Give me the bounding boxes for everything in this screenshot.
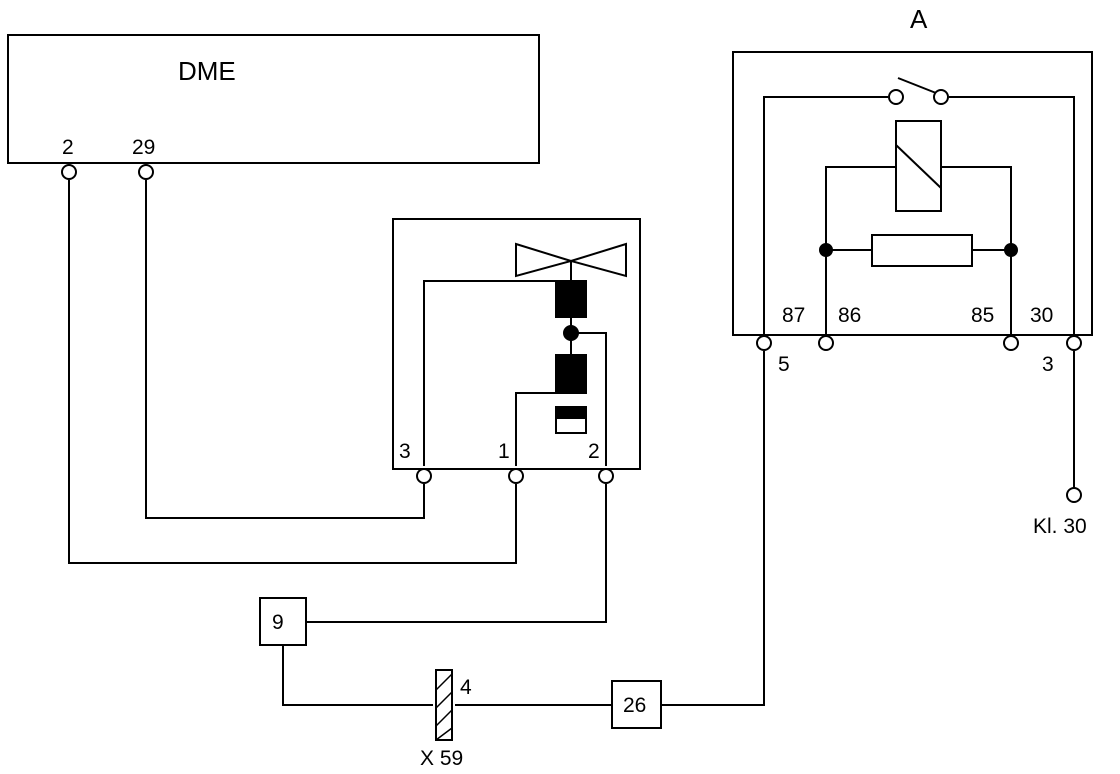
wire-box9-to-connector bbox=[282, 645, 433, 706]
valve-solenoid-lower bbox=[555, 354, 587, 394]
valve-terminal-2 bbox=[598, 468, 614, 484]
component-9-label: 9 bbox=[272, 611, 284, 634]
relay-title: A bbox=[910, 4, 928, 34]
relay-pin-30-label: 30 bbox=[1030, 304, 1053, 327]
dme-terminal-29 bbox=[138, 164, 154, 180]
dme-title: DME bbox=[178, 56, 236, 86]
wire-box26-to-relay5 bbox=[661, 351, 765, 706]
valve-sensor-fill bbox=[556, 407, 586, 419]
relay-contact-left bbox=[888, 89, 904, 105]
connector-hatch-4 bbox=[435, 727, 453, 741]
valve-terminal-3 bbox=[416, 468, 432, 484]
relay-switch-blade bbox=[897, 77, 937, 94]
valve-solenoid-upper bbox=[555, 280, 587, 318]
relay-junction-left bbox=[819, 243, 833, 257]
relay-pin-85-label: 85 bbox=[971, 304, 994, 327]
connector-name-label: X 59 bbox=[420, 747, 463, 770]
wire-dme29-to-valve3 bbox=[145, 180, 425, 519]
component-26-label: 26 bbox=[623, 694, 646, 717]
connector-hatch-3 bbox=[435, 709, 453, 727]
valve-terminal-1 bbox=[508, 468, 524, 484]
valve-flap-right bbox=[567, 242, 627, 278]
relay-pin-86-label: 86 bbox=[838, 304, 861, 327]
relay-terminal-86 bbox=[818, 335, 834, 351]
wire-valve2-to-box9 bbox=[306, 484, 607, 623]
relay-coil-diagonal bbox=[895, 144, 942, 189]
relay-terminal-3-label: 3 bbox=[1042, 353, 1054, 376]
relay-terminal-87 bbox=[756, 335, 772, 351]
connector-hatch-2 bbox=[435, 691, 453, 709]
relay-wire-85 bbox=[941, 166, 1012, 335]
valve-wire-3 bbox=[423, 280, 556, 466]
supply-terminal bbox=[1066, 487, 1082, 503]
relay-wire-30 bbox=[949, 96, 1075, 335]
wire-dme2-to-valve1 bbox=[68, 180, 517, 564]
relay-contact-right bbox=[933, 89, 949, 105]
valve-wire-2 bbox=[578, 332, 607, 466]
valve-pin-2-label: 2 bbox=[588, 440, 600, 463]
valve-junction-dot bbox=[563, 325, 579, 341]
component-box-9 bbox=[259, 597, 307, 646]
relay-terminal-30 bbox=[1066, 335, 1082, 351]
valve-pin-1-label: 1 bbox=[498, 440, 510, 463]
supply-label: Kl. 30 bbox=[1033, 515, 1087, 538]
valve-wire-1 bbox=[515, 392, 556, 466]
connector-hatch-1 bbox=[435, 673, 453, 691]
relay-junction-right bbox=[1004, 243, 1018, 257]
relay-pin-87-label: 87 bbox=[782, 304, 805, 327]
relay-wire-87 bbox=[763, 96, 888, 335]
connector-pin-label: 4 bbox=[460, 676, 472, 699]
valve-pin-3-label: 3 bbox=[399, 440, 411, 463]
dme-pin-2-label: 2 bbox=[62, 136, 74, 159]
relay-wire-86 bbox=[825, 166, 896, 335]
relay-terminal-5-label: 5 bbox=[778, 353, 790, 376]
dme-unit-box bbox=[7, 34, 540, 164]
valve-flap-left bbox=[515, 242, 575, 278]
relay-terminal-85 bbox=[1003, 335, 1019, 351]
dme-terminal-2 bbox=[61, 164, 77, 180]
component-box-26 bbox=[611, 680, 662, 729]
dme-pin-29-label: 29 bbox=[132, 136, 155, 159]
relay-resistor bbox=[871, 234, 973, 267]
